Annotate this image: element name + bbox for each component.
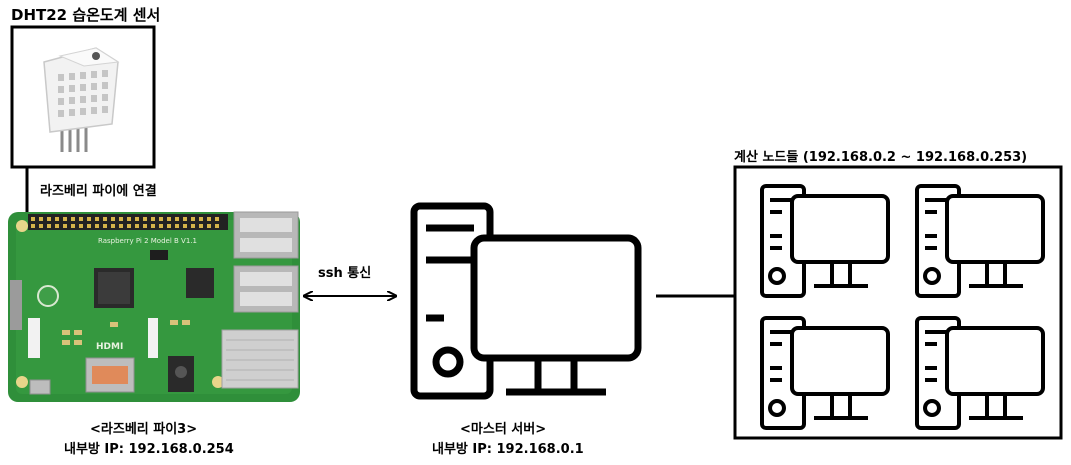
raspberry-pi-image xyxy=(8,211,300,402)
link-label: ssh 통신 xyxy=(318,266,372,281)
pi-hdmi-text: HDMI xyxy=(96,342,123,352)
pi-ip: 내부방 IP: 192.168.0.254 xyxy=(64,442,234,457)
sensor-connect-label: 라즈베리 파이에 연결 xyxy=(40,184,157,199)
dht22-sensor-image xyxy=(43,47,120,152)
pi-board-text: Raspberry Pi 2 Model B V1.1 xyxy=(98,237,197,245)
nodes-title: 계산 노드들 (192.168.0.2 ~ 192.168.0.253) xyxy=(734,150,1028,165)
pi-name: <라즈베리 파이3> xyxy=(90,422,198,437)
master-server-icon xyxy=(410,202,642,400)
sensor-title: DHT22 습온도계 센서 xyxy=(11,6,161,24)
master-name: <마스터 서버> xyxy=(460,422,547,437)
master-ip: 내부방 IP: 192.168.0.1 xyxy=(432,442,584,457)
